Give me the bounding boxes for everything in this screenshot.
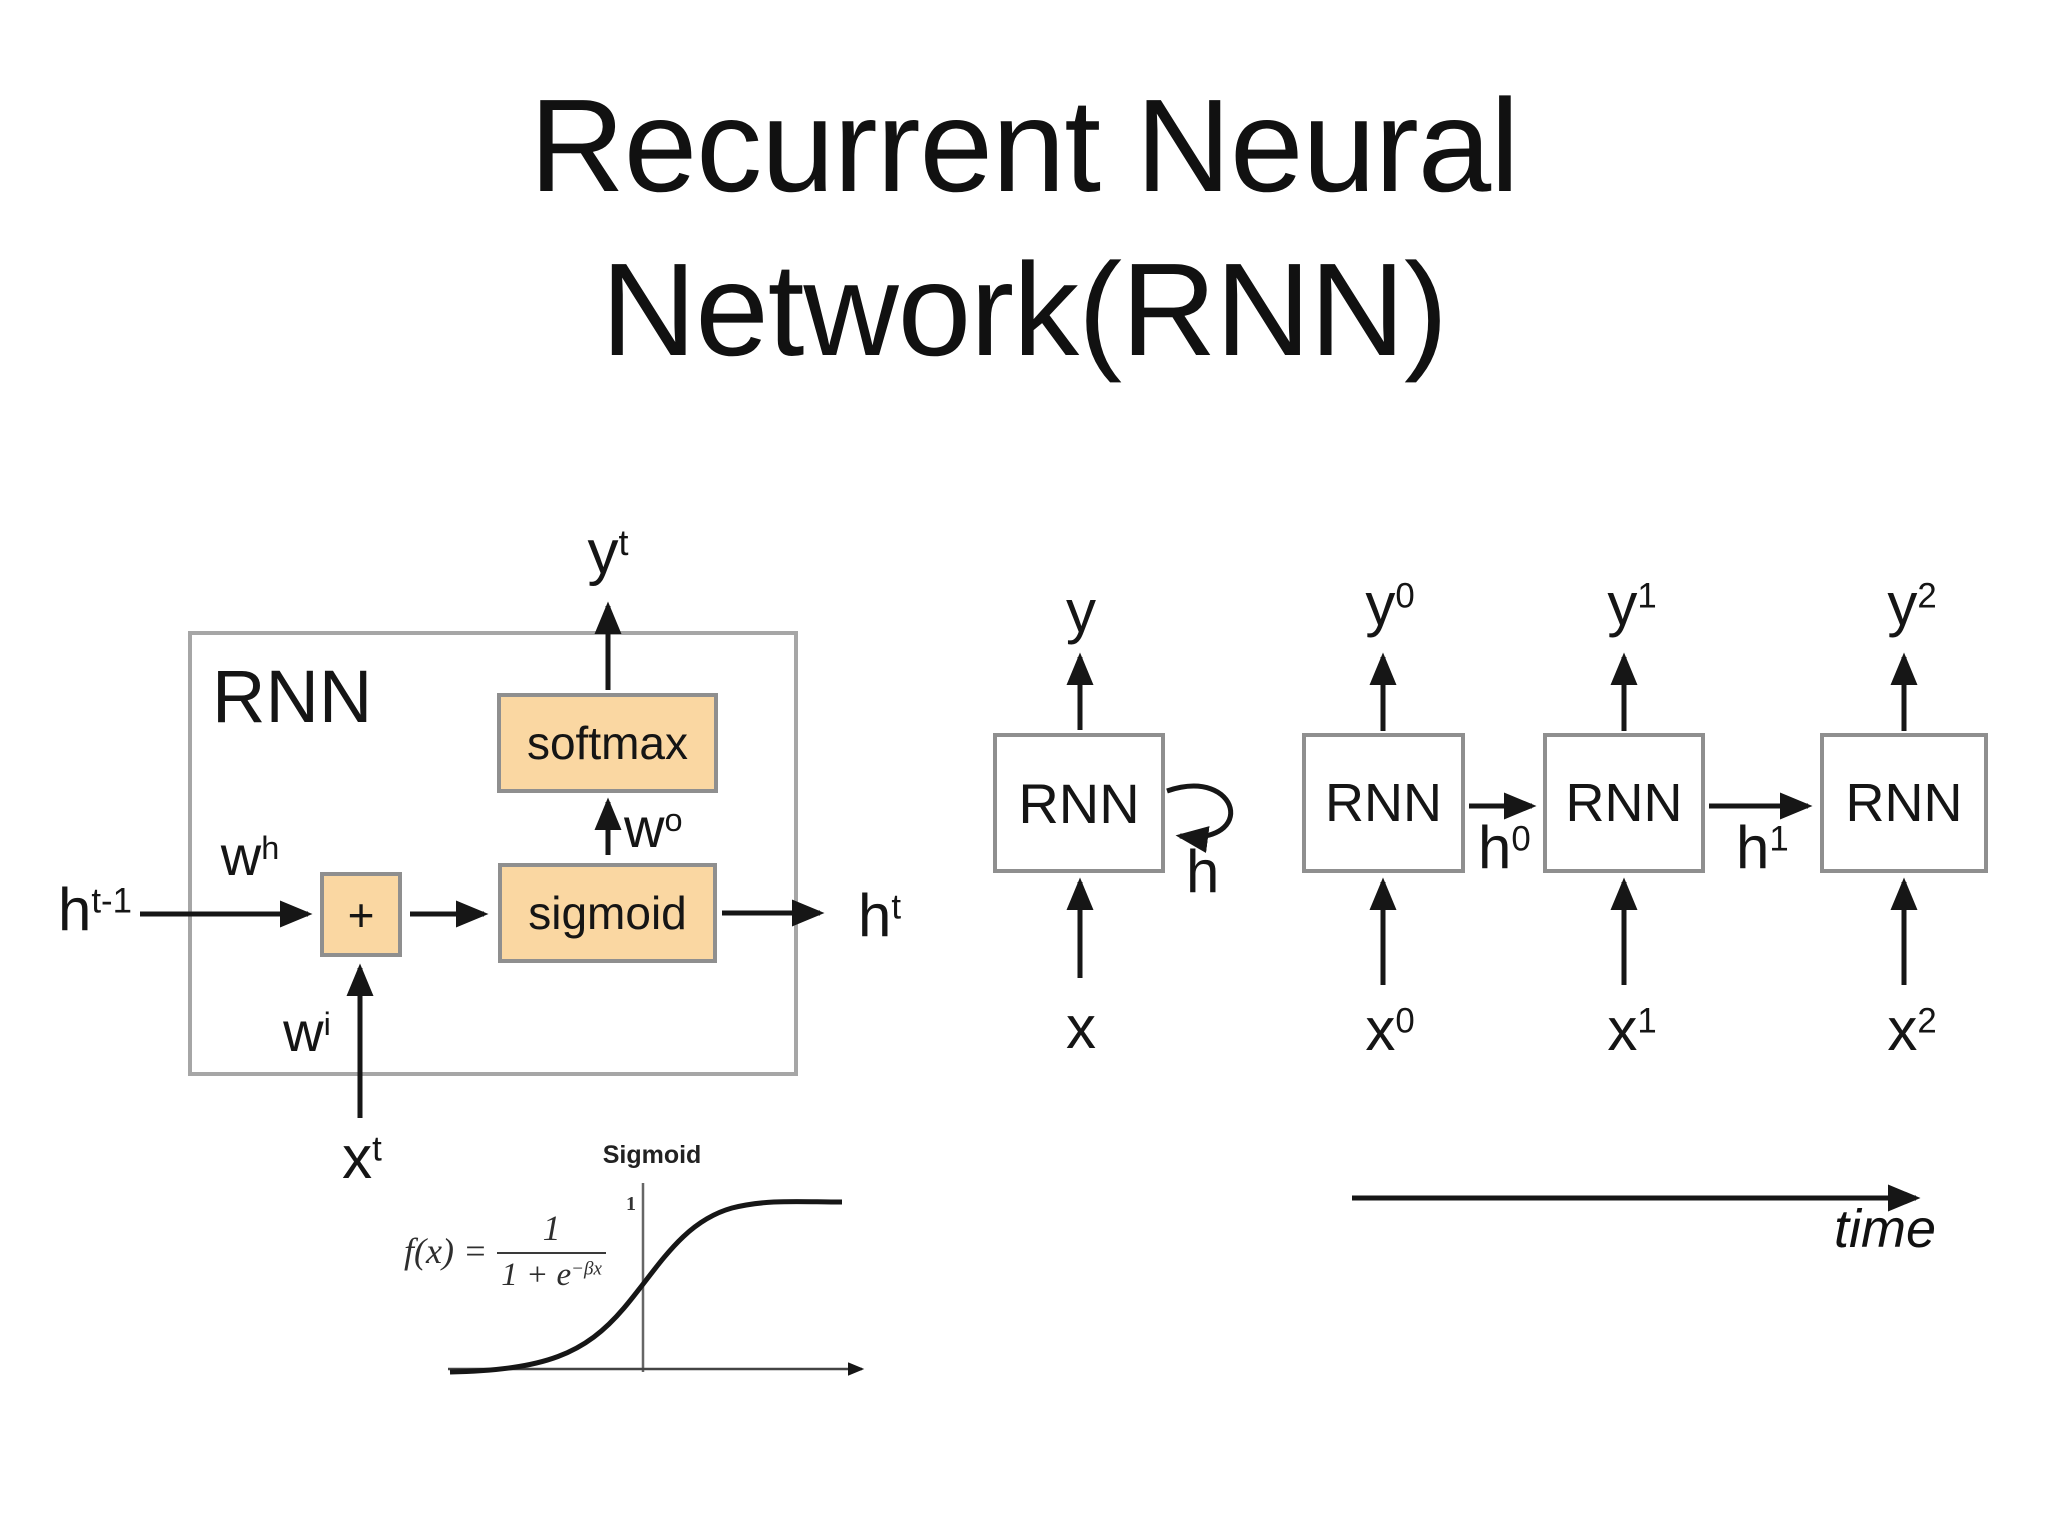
sigmoid-label: sigmoid: [528, 887, 687, 939]
weight-output-label: wo: [624, 796, 683, 859]
sigmoid-formula: f(x) = 1 1 + e−βx: [404, 1210, 606, 1292]
softmax-label: softmax: [526, 717, 689, 769]
sigmoid-box: sigmoid: [498, 863, 717, 963]
plus-label: +: [347, 888, 375, 941]
sigmoid-formula-fraction: 1 1 + e−βx: [497, 1210, 606, 1292]
cell-input-label: xt: [342, 1124, 382, 1191]
unrolled-output-label-1: y1: [1607, 571, 1657, 638]
unrolled-rnn-box-0: RNN: [1302, 733, 1465, 873]
loop-rnn-box: RNN: [993, 733, 1165, 873]
unrolled-input-label-1: x1: [1607, 996, 1657, 1063]
sigmoid-plot-title: Sigmoid: [602, 1141, 702, 1169]
slide-title: Recurrent Neural Network(RNN): [0, 64, 2048, 391]
unrolled-output-label-0: y0: [1365, 571, 1415, 638]
sigmoid-plot-ytick: 1: [626, 1193, 636, 1215]
slide-title-line2: Network(RNN): [601, 235, 1448, 383]
arrow-self-loop: [1166, 783, 1234, 853]
next-hidden-label: ht: [858, 882, 902, 949]
loop-rnn-label: RNN: [1018, 771, 1140, 835]
unrolled-rnn-box-1: RNN: [1543, 733, 1705, 873]
unrolled-input-label-2: x2: [1887, 996, 1937, 1063]
loop-output-label: y: [1066, 578, 1096, 645]
slide-title-line1: Recurrent Neural: [529, 72, 1519, 219]
weight-hidden-label: wh: [220, 824, 280, 887]
unrolled-rnn-box-2: RNN: [1820, 733, 1988, 873]
unrolled-input-label-0: x0: [1365, 996, 1415, 1063]
rnn-cell-outer-label: RNN: [212, 655, 373, 738]
unrolled-hidden-label-0: h0: [1478, 814, 1531, 881]
cell-output-label: yt: [587, 518, 629, 587]
softmax-box: softmax: [497, 693, 718, 793]
loop-input-label: x: [1066, 994, 1096, 1061]
loop-hidden-label: h: [1186, 838, 1220, 905]
weight-input-label: wi: [283, 1000, 331, 1063]
plus-box: +: [320, 872, 402, 957]
sigmoid-formula-lhs: f(x) =: [404, 1231, 488, 1271]
unrolled-hidden-label-1: h1: [1736, 814, 1789, 881]
prev-hidden-label: ht-1: [58, 876, 132, 943]
time-axis-label: time: [1833, 1199, 1936, 1259]
unrolled-output-label-2: y2: [1887, 571, 1937, 638]
